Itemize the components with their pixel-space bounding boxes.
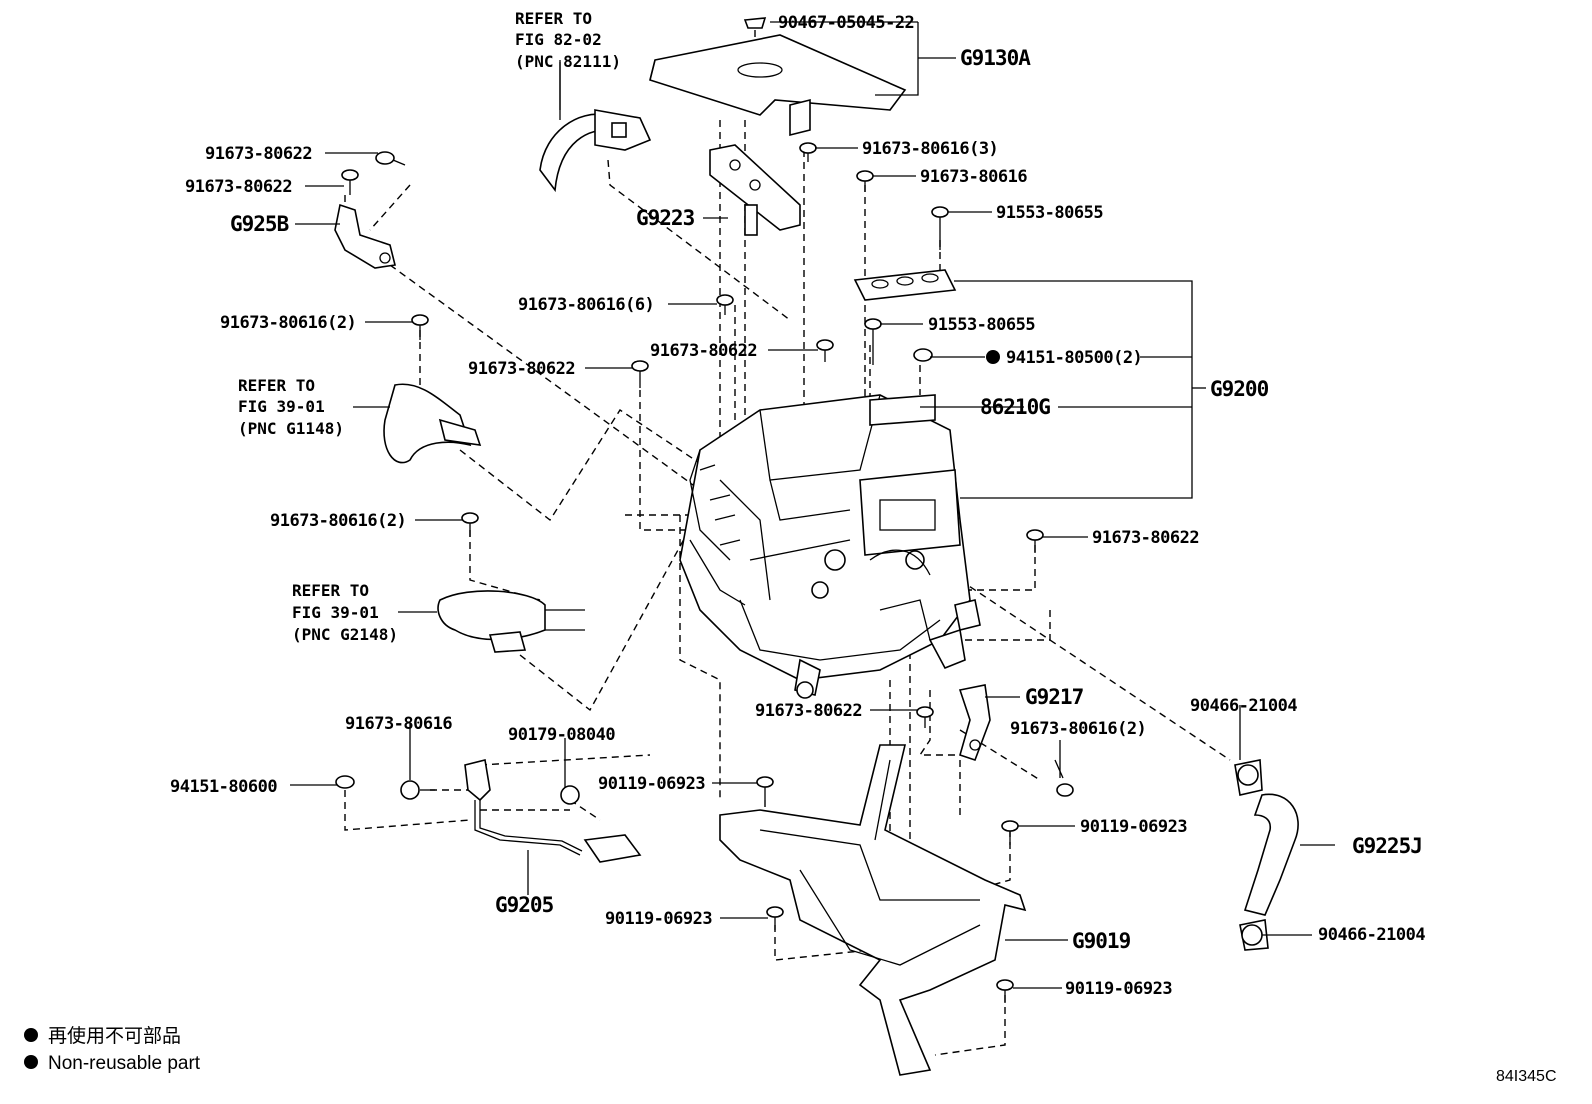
label-g925b: G925B	[230, 212, 289, 236]
label-91673-80616-2-middle: 91673-80616(2)	[270, 511, 406, 531]
label-91673-80616-6: 91673-80616(6)	[518, 295, 654, 315]
bolt	[631, 360, 649, 388]
non-reusable-mark-94151	[986, 350, 1000, 364]
part-labels: 90467-05045-22 G9130A REFER TO FIG 82-02…	[170, 9, 1426, 999]
label-90466-21004-upper: 90466-21004	[1190, 696, 1297, 716]
legend-mark-en	[24, 1055, 38, 1069]
label-91673-80622-center: 91673-80622	[650, 341, 757, 361]
figure-code: 84I345C	[1496, 1068, 1557, 1085]
hose-g1148	[383, 383, 482, 464]
bolt	[341, 169, 359, 195]
bracket-g9223	[709, 144, 801, 236]
legend-english: Non-reusable part	[48, 1053, 201, 1074]
bolt	[799, 142, 817, 162]
bolt	[766, 906, 784, 930]
label-90466-21004-lower: 90466-21004	[1318, 925, 1425, 945]
hardware	[335, 142, 1263, 1003]
bolt	[856, 170, 874, 192]
refer-g1148-line2: FIG 39-01	[238, 397, 325, 416]
bolt	[375, 151, 406, 166]
label-90467-05045-22: 90467-05045-22	[778, 13, 914, 33]
label-91673-80616-2-upper: 91673-80616(2)	[220, 313, 356, 333]
label-90119-06923-c: 90119-06923	[605, 909, 712, 929]
bolt	[913, 348, 933, 362]
label-91673-80622-right: 91673-80622	[1092, 528, 1199, 548]
bolt	[916, 706, 934, 728]
legend: 再使用不可部品 Non-reusable part	[24, 1025, 201, 1074]
label-g9225j: G9225J	[1352, 834, 1422, 858]
harness-g9205	[400, 759, 642, 863]
label-91673-80616-3: 91673-80616(3)	[862, 139, 998, 159]
label-91553-80655-lower: 91553-80655	[928, 315, 1035, 335]
label-90119-06923-d: 90119-06923	[1065, 979, 1172, 999]
inverter-body	[679, 394, 981, 699]
label-g9200: G9200	[1210, 377, 1269, 401]
terminal-block	[853, 269, 957, 301]
legend-mark-jp	[24, 1028, 38, 1042]
bolt	[716, 294, 734, 315]
label-91673-80616-2-lower: 91673-80616(2)	[1010, 719, 1146, 739]
label-90119-06923-a: 90119-06923	[598, 774, 705, 794]
refer-g2148-line1: REFER TO	[292, 581, 369, 600]
refer-82-line2: FIG 82-02	[515, 30, 602, 49]
label-g9217: G9217	[1025, 685, 1084, 709]
label-g9019: G9019	[1072, 929, 1131, 953]
label-91673-80622-left: 91673-80622	[468, 359, 575, 379]
bolt	[931, 206, 949, 250]
hose-g9225j	[1234, 759, 1299, 951]
bolt	[756, 776, 774, 800]
label-91673-80622-lower: 91673-80622	[755, 701, 862, 721]
bolt	[1001, 820, 1019, 845]
label-94151-80600: 94151-80600	[170, 777, 277, 797]
refer-82-line3: (PNC 82111)	[515, 52, 621, 71]
label-86210g: 86210G	[980, 395, 1050, 419]
bracket-g9217	[958, 684, 991, 762]
label-91673-80616-top: 91673-80616	[920, 167, 1027, 187]
bolt	[1026, 529, 1044, 553]
label-91553-80655-top: 91553-80655	[996, 203, 1103, 223]
label-g9223: G9223	[636, 206, 695, 230]
label-91673-80622-second: 91673-80622	[185, 177, 292, 197]
cover-g9130a	[649, 17, 907, 137]
cable-82111	[539, 60, 652, 193]
leader-lines	[290, 21, 1335, 989]
bolt	[461, 512, 479, 537]
label-g9130a: G9130A	[960, 46, 1031, 70]
refer-g2148-line3: (PNC G2148)	[292, 625, 398, 644]
hose-g2148	[437, 590, 585, 653]
label-90119-06923-b: 90119-06923	[1080, 817, 1187, 837]
assembly-dashed-lines	[344, 30, 1231, 1056]
refer-82-line1: REFER TO	[515, 9, 592, 28]
label-91673-80622-top: 91673-80622	[205, 144, 312, 164]
label-90179-08040: 90179-08040	[508, 725, 615, 745]
bolt	[411, 314, 429, 340]
label-94151-80500-2: 94151-80500(2)	[1006, 348, 1142, 368]
bolt	[1054, 759, 1074, 797]
bolt	[864, 318, 882, 365]
label-91673-80616-lower: 91673-80616	[345, 714, 452, 734]
legend-japanese: 再使用不可部品	[48, 1025, 181, 1047]
refer-g2148-line2: FIG 39-01	[292, 603, 379, 622]
bracket-g925b	[334, 203, 396, 269]
bolt	[996, 979, 1014, 1003]
bolt	[335, 775, 355, 789]
refer-g1148-line1: REFER TO	[238, 376, 315, 395]
label-g9205: G9205	[495, 893, 554, 917]
refer-g1148-line3: (PNC G1148)	[238, 419, 344, 438]
clip	[1241, 924, 1263, 946]
clip	[1237, 764, 1259, 786]
frame-g9019	[719, 744, 1027, 1076]
bolt	[816, 339, 834, 362]
